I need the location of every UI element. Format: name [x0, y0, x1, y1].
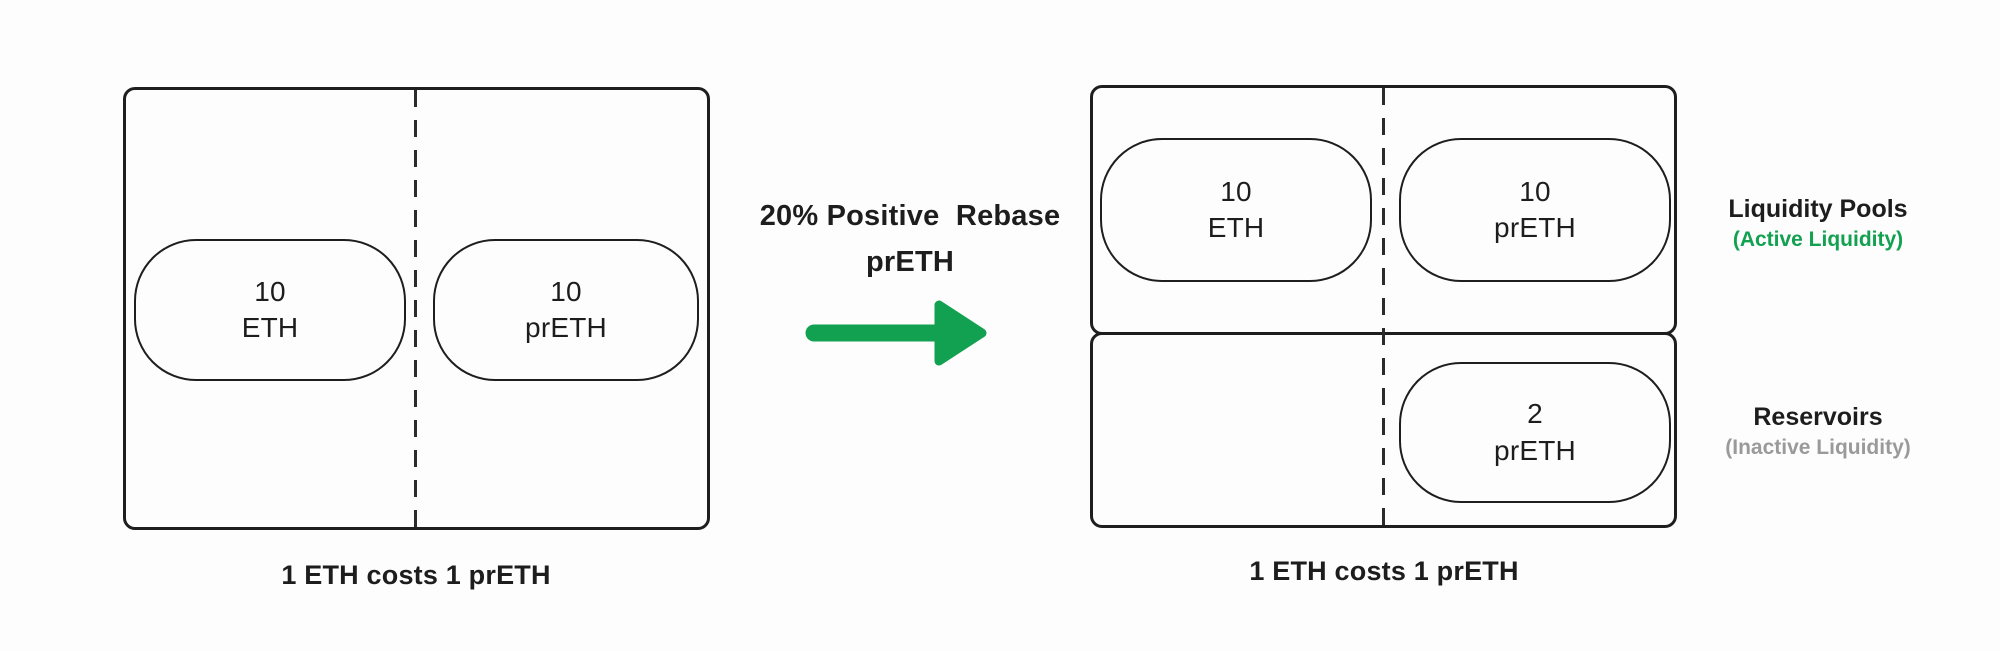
preth-reservoir-amount: 2: [1527, 398, 1543, 430]
preth-pool-token: prETH: [525, 312, 607, 343]
legend-liquidity-pools-title: Liquidity Pools: [1728, 195, 1908, 223]
preth-pool-token: prETH: [1494, 212, 1576, 243]
preth-pool-pill: 10 prETH: [1399, 138, 1671, 282]
pool-divider-dashed-line: [1382, 88, 1385, 525]
preth-pool-pill: 10 prETH: [433, 239, 699, 381]
preth-reservoir-pill: 2 prETH: [1399, 362, 1671, 503]
before-state-box: [123, 87, 710, 530]
eth-pool-token: ETH: [1207, 212, 1265, 243]
eth-pool-token: ETH: [241, 312, 299, 343]
eth-pool-amount: 10: [1220, 175, 1252, 207]
eth-pool-pill: 10 ETH: [1100, 138, 1372, 282]
legend-reservoirs-title: Reservoirs: [1753, 403, 1883, 431]
pool-divider-dashed-line: [414, 90, 417, 527]
right-arrow-icon: [805, 300, 987, 366]
legend-inactive-liquidity-subtitle: (Inactive Liquidity): [1725, 436, 1911, 459]
eth-pool-amount: 10: [254, 275, 286, 307]
rebase-label-line1: 20% Positive Rebase: [759, 200, 1061, 232]
preth-pool-amount: 10: [550, 275, 582, 307]
after-state-caption: 1 ETH costs 1 prETH: [1249, 556, 1519, 586]
preth-reservoir-token: prETH: [1494, 434, 1576, 466]
before-state-caption: 1 ETH costs 1 prETH: [281, 560, 551, 590]
eth-pool-pill: 10 ETH: [134, 239, 406, 381]
rebase-label-line2: prETH: [866, 246, 954, 278]
legend-active-liquidity-subtitle: (Active Liquidity): [1732, 228, 1904, 251]
preth-pool-amount: 10: [1519, 175, 1551, 207]
